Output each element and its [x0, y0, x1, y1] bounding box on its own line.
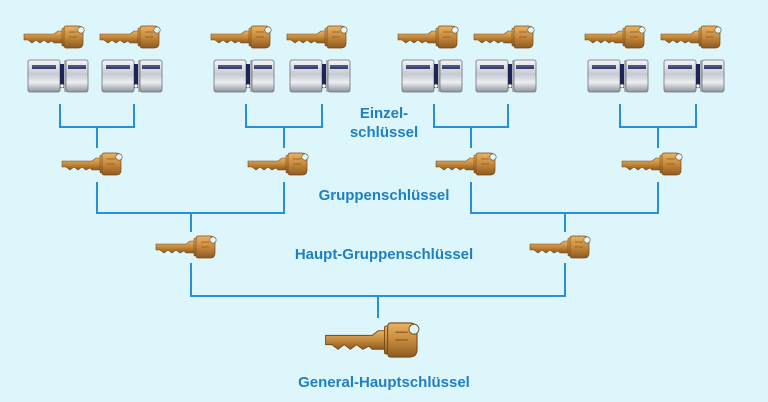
lock-cylinder-icon: [101, 59, 163, 93]
lock-cylinder-icon: [289, 59, 351, 93]
group-keys: [61, 152, 683, 176]
label-general-master-key: General-Hauptschlüssel: [298, 374, 470, 391]
brass-key-icon: [61, 152, 123, 176]
brass-key-icon: [621, 152, 683, 176]
lock-cylinders: [27, 59, 725, 93]
label-main-group-keys: Haupt-Gruppenschlüssel: [294, 246, 474, 263]
brass-key-icon: [660, 25, 722, 49]
brass-key-icon: [286, 25, 348, 49]
connector-main-group-2: [470, 182, 659, 232]
brass-key-icon: [435, 152, 497, 176]
label-individual-keys: Einzel- schlüssel: [338, 104, 430, 142]
connector-group-3: [433, 104, 509, 148]
brass-key-icon: [210, 25, 272, 49]
brass-key-icon: [529, 235, 591, 259]
brass-key-icon: [473, 25, 535, 49]
connector-group-2: [245, 104, 323, 148]
brass-key-icon: [324, 322, 420, 358]
general-master-key: [324, 322, 420, 358]
connector-group-4: [619, 104, 697, 148]
lock-cylinder-icon: [663, 59, 725, 93]
connector-general: [190, 263, 566, 318]
tree-connectors: [59, 104, 697, 318]
connector-group-1: [59, 104, 135, 148]
label-individual-keys-line2: schlüssel: [349, 124, 419, 141]
brass-key-icon: [99, 25, 161, 49]
connector-main-group-1: [96, 182, 285, 232]
lock-cylinder-icon: [475, 59, 537, 93]
brass-key-icon: [397, 25, 459, 49]
label-individual-keys-line1: Einzel-: [359, 105, 409, 122]
lock-cylinder-icon: [401, 59, 463, 93]
label-group-keys: Gruppenschlüssel: [318, 187, 450, 204]
brass-key-icon: [155, 235, 217, 259]
lock-cylinder-icon: [27, 59, 89, 93]
brass-key-icon: [247, 152, 309, 176]
brass-key-icon: [584, 25, 646, 49]
brass-key-icon: [23, 25, 85, 49]
individual-keys: [23, 25, 722, 49]
lock-cylinder-icon: [213, 59, 275, 93]
lock-cylinder-icon: [587, 59, 649, 93]
